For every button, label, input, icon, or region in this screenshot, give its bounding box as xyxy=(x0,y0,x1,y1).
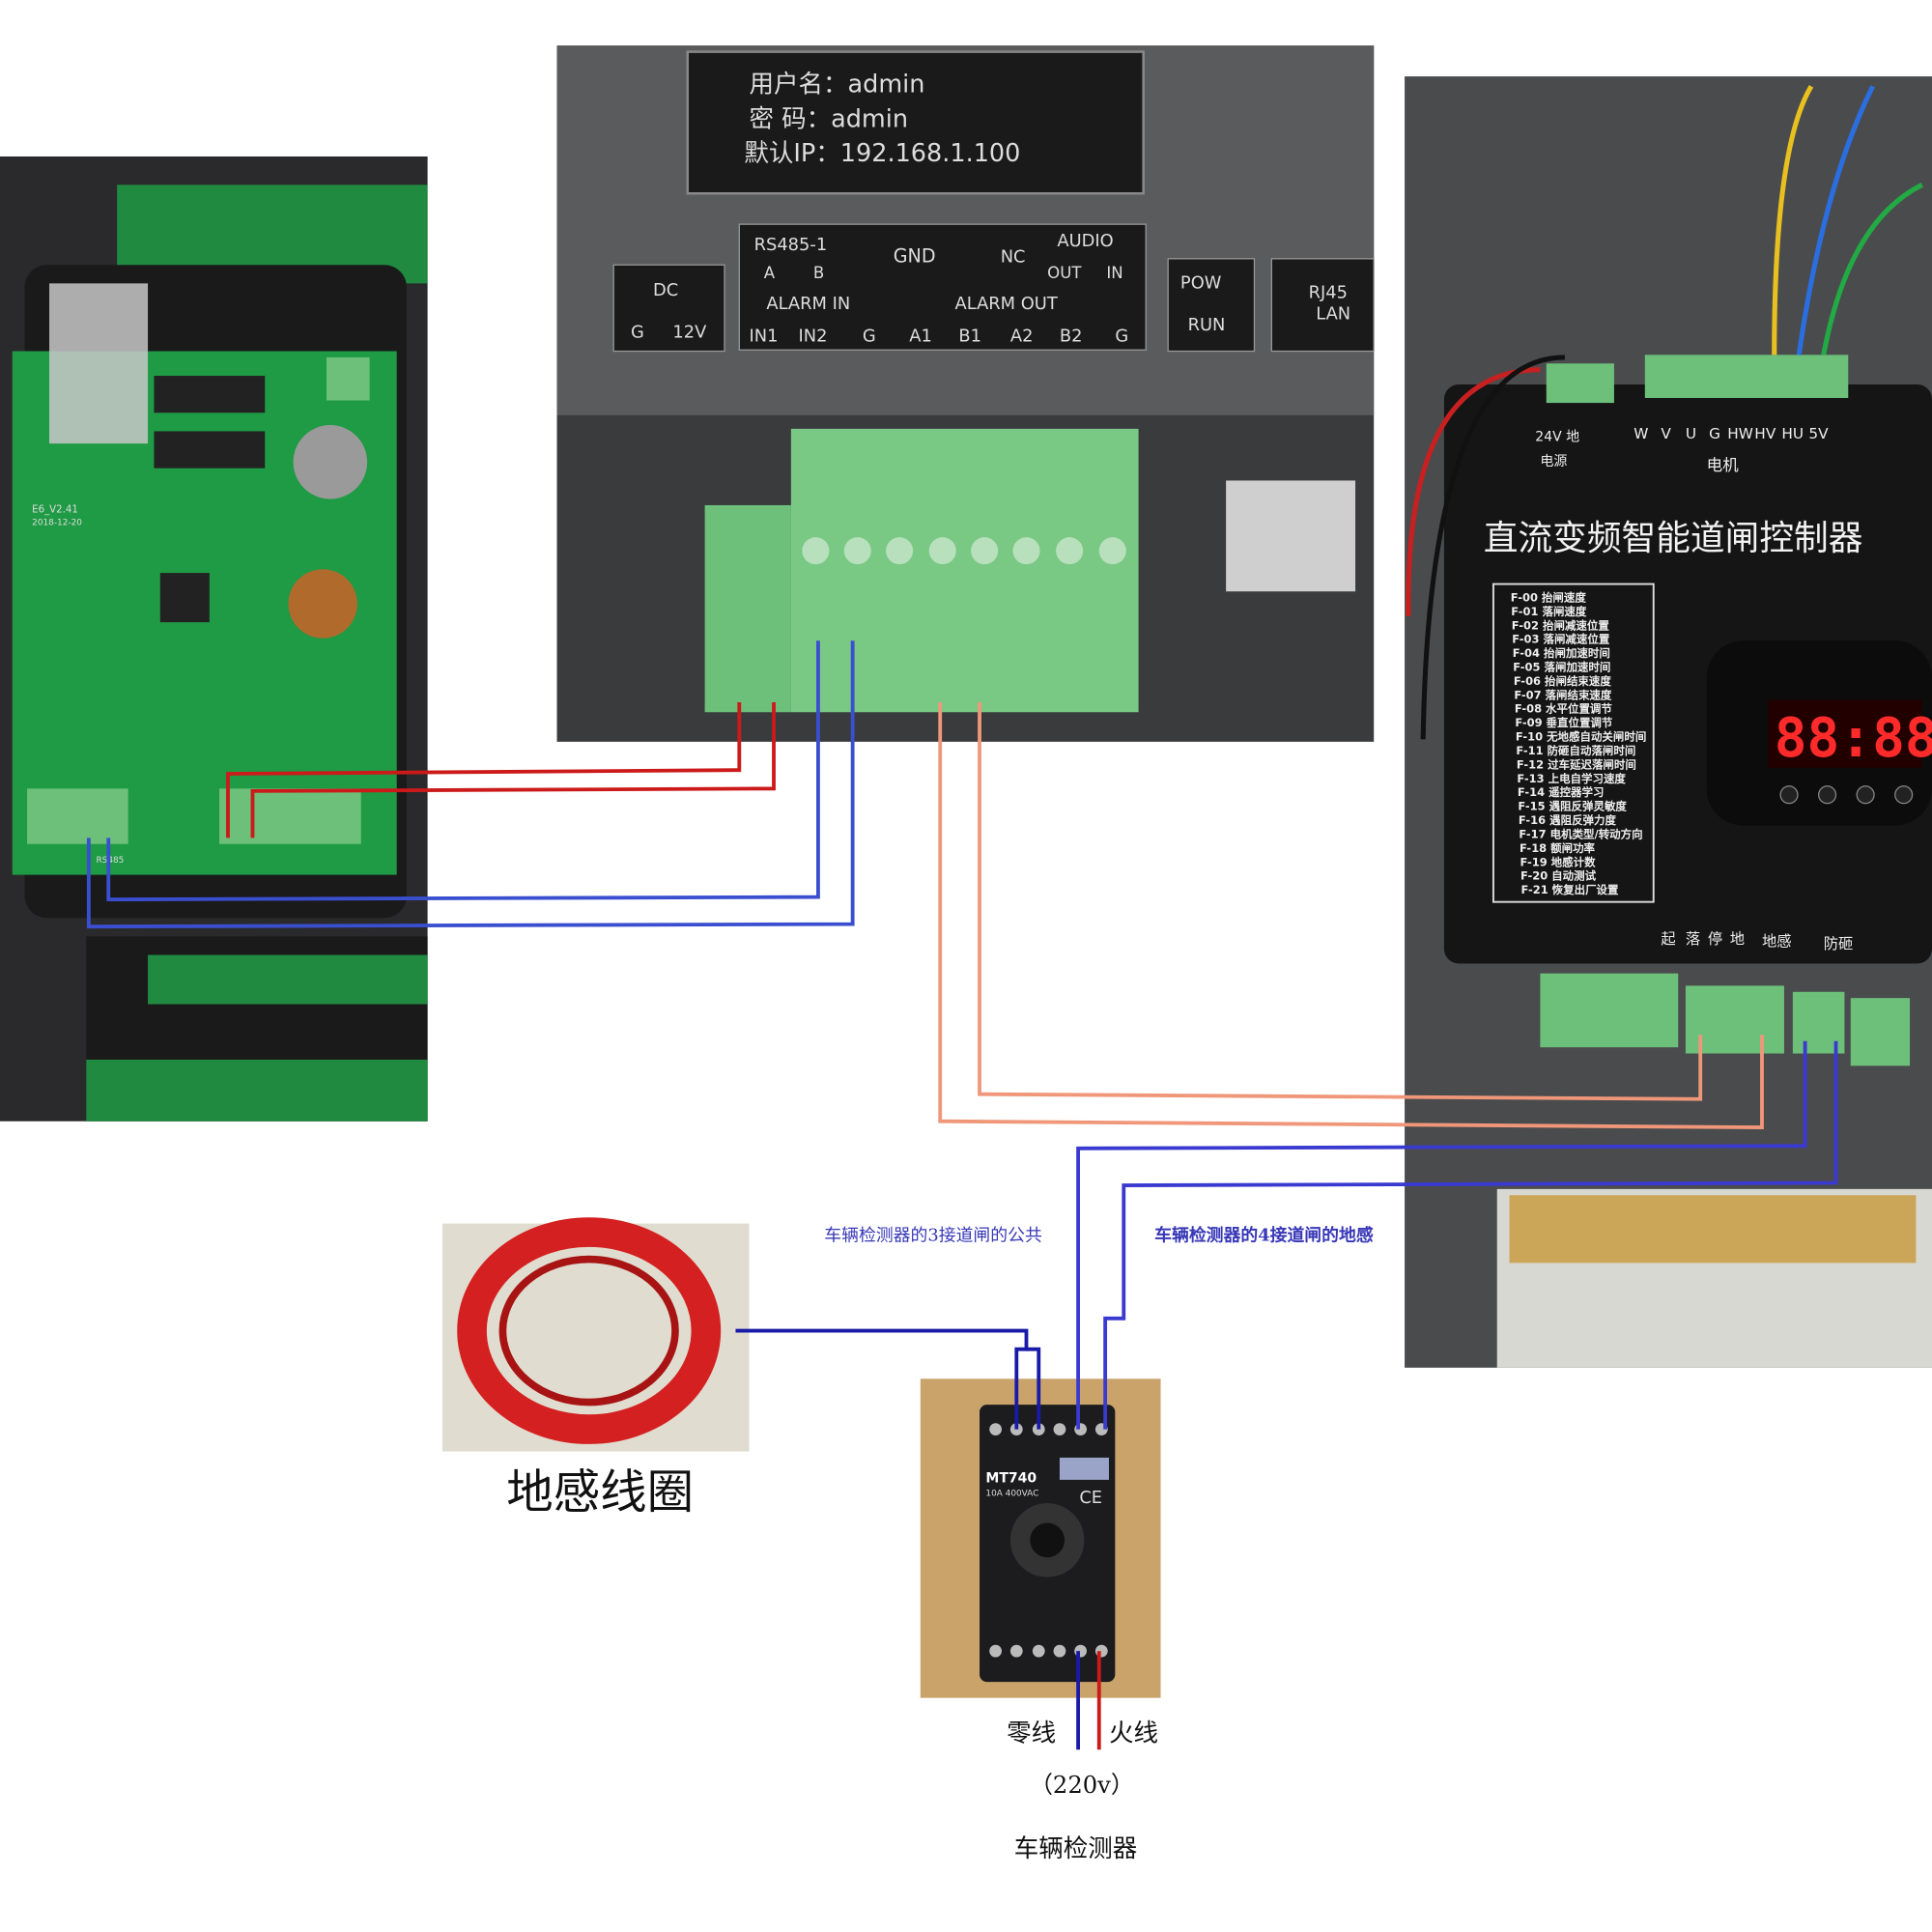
port-a-label: A xyxy=(764,264,776,282)
port-gnd-label: GND xyxy=(894,245,936,268)
coil-wire-2 xyxy=(1026,1347,1041,1430)
terminal-label: 起 xyxy=(1661,930,1675,948)
pcb-date: 2018-12-20 xyxy=(32,518,82,527)
lan-label: LAN xyxy=(1316,303,1350,324)
port-out-label: OUT xyxy=(1047,264,1082,282)
loop-coil-photo xyxy=(441,1217,750,1452)
blue-wire-common xyxy=(1076,1040,1807,1430)
port-audio-label: AUDIO xyxy=(1057,231,1113,251)
terminal-label: 地感 xyxy=(1762,933,1792,951)
dc-label: DC xyxy=(653,280,678,300)
parameter-item: F-12 过车延迟落闸时间 xyxy=(1517,757,1636,771)
port-in-label: IN xyxy=(1106,264,1122,282)
orange-wire-2 xyxy=(938,702,1764,1130)
blue-wire-2 xyxy=(86,640,855,929)
parameter-item: F-13 上电自学习速度 xyxy=(1517,772,1626,785)
parameter-item: F-07 落闸结束速度 xyxy=(1514,688,1612,701)
alarm-in-label: ALARM IN xyxy=(766,294,850,314)
annotation-common: 车辆检测器的3接道闸的公共 xyxy=(824,1225,1042,1245)
red-wire-2 xyxy=(250,702,776,838)
pin-g: G xyxy=(863,326,876,346)
parameter-item: F-11 防砸自动落闸时间 xyxy=(1516,744,1635,757)
alarm-out-label: ALARM OUT xyxy=(955,294,1058,314)
motor-pin: U xyxy=(1686,425,1696,442)
motor-pin: W xyxy=(1634,425,1648,442)
motor-pin: 5V xyxy=(1808,425,1829,442)
red-wire-1 xyxy=(226,702,742,838)
dc-pin-12v: 12V xyxy=(672,322,707,342)
parameter-item: F-21 恢复出厂设置 xyxy=(1520,883,1619,896)
username-label: 用户名：admin xyxy=(750,71,925,99)
controller-title: 直流变频智能道闸控制器 xyxy=(1484,519,1863,558)
relay-model: MT740 xyxy=(985,1470,1037,1486)
parameter-item: F-08 水平位置调节 xyxy=(1515,702,1613,716)
pin-in1: IN1 xyxy=(750,326,779,346)
motor-pin: HW xyxy=(1727,425,1753,442)
pcb-version: E6_V2.41 xyxy=(32,505,78,516)
parameter-item: F-10 无地感自动关闸时间 xyxy=(1516,730,1646,744)
parameter-item: F-03 落闸减速位置 xyxy=(1512,633,1610,646)
parameter-item: F-20 自动测试 xyxy=(1520,869,1597,883)
live-label: 火线 xyxy=(1109,1719,1158,1747)
relay-rating: 10A 400VAC xyxy=(985,1489,1038,1498)
terminal-label: 停 xyxy=(1708,930,1722,948)
parameter-item: F-17 电机类型/转动方向 xyxy=(1519,827,1642,840)
led-display: 88:88 xyxy=(1775,707,1932,770)
vehicle-detector-photo: MT740 10A 400VAC CE xyxy=(920,1378,1161,1698)
port-nc-label: NC xyxy=(1001,247,1026,268)
orange-wire-1 xyxy=(978,702,1703,1101)
nvr-device-photo: 用户名：admin 密 码：admin 默认IP：192.168.1.100 R… xyxy=(556,45,1375,742)
detector-label: 车辆检测器 xyxy=(1014,1834,1138,1863)
barrier-controller-photo: 24V 地 电源 W V U G HW HV HU 5V 电机 直流变频智能道闸… xyxy=(1405,76,1932,1368)
port-rs485-label: RS485-1 xyxy=(754,235,828,255)
voltage-label: （220v） xyxy=(1030,1772,1134,1799)
parameter-item: F-16 遇阻反弹力度 xyxy=(1519,813,1617,827)
pin-a2: A2 xyxy=(1010,326,1034,346)
neutral-label: 零线 xyxy=(1007,1719,1056,1747)
blue-wire-1 xyxy=(106,640,820,902)
parameter-item: F-01 落闸速度 xyxy=(1511,605,1587,618)
motor-pin: V xyxy=(1661,425,1671,442)
terminal-label: 防砸 xyxy=(1824,935,1854,952)
ce-mark: CE xyxy=(1079,1488,1102,1508)
parameter-item: F-06 抬闸结束速度 xyxy=(1514,674,1612,688)
motor-pin: HU xyxy=(1781,425,1804,442)
parameter-item: F-14 遥控器学习 xyxy=(1518,785,1605,799)
rj45-label: RJ45 xyxy=(1309,283,1348,303)
parameter-item: F-18 额闸功率 xyxy=(1520,841,1596,855)
parameter-item: F-15 遇阻反弹灵敏度 xyxy=(1518,800,1627,813)
wires xyxy=(86,640,1838,1750)
terminal-label: 落 xyxy=(1686,930,1700,948)
parameter-item: F-05 落闸加速时间 xyxy=(1513,661,1610,674)
blue-wire-loop xyxy=(1103,1040,1838,1430)
parameter-item: F-19 地感计数 xyxy=(1520,855,1596,868)
dc-pin-g: G xyxy=(631,322,644,342)
parameter-item: F-09 垂直位置调节 xyxy=(1515,716,1613,729)
power-label: 24V 地 xyxy=(1535,430,1579,445)
power-sub-label: 电源 xyxy=(1540,454,1567,469)
terminal-label: 地 xyxy=(1730,930,1745,948)
pin-g2: G xyxy=(1115,326,1128,346)
pin-b1: B1 xyxy=(958,326,981,346)
parameter-item: F-00 抬闸速度 xyxy=(1511,590,1587,604)
pin-a1: A1 xyxy=(909,326,932,346)
motor-pin: HV xyxy=(1754,425,1776,442)
motor-label: 电机 xyxy=(1707,456,1740,474)
default-ip-label: 默认IP：192.168.1.100 xyxy=(744,139,1020,168)
run-label: RUN xyxy=(1188,315,1226,335)
parameter-item: F-04 抬闸加速时间 xyxy=(1513,646,1610,660)
annotation-loop: 车辆检测器的4接道闸的地感 xyxy=(1154,1224,1374,1245)
coil-label: 地感线圈 xyxy=(506,1465,694,1520)
password-label: 密 码：admin xyxy=(750,104,909,133)
port-b-label: B xyxy=(813,264,824,282)
motor-pin: G xyxy=(1709,425,1720,442)
pow-label: POW xyxy=(1180,272,1222,293)
pcb-board-photo: E6_V2.41 2018-12-20 RS485 xyxy=(0,156,428,1122)
pin-in2: IN2 xyxy=(799,326,828,346)
parameter-item: F-02 抬闸减速位置 xyxy=(1512,618,1610,632)
pin-b2: B2 xyxy=(1060,326,1083,346)
